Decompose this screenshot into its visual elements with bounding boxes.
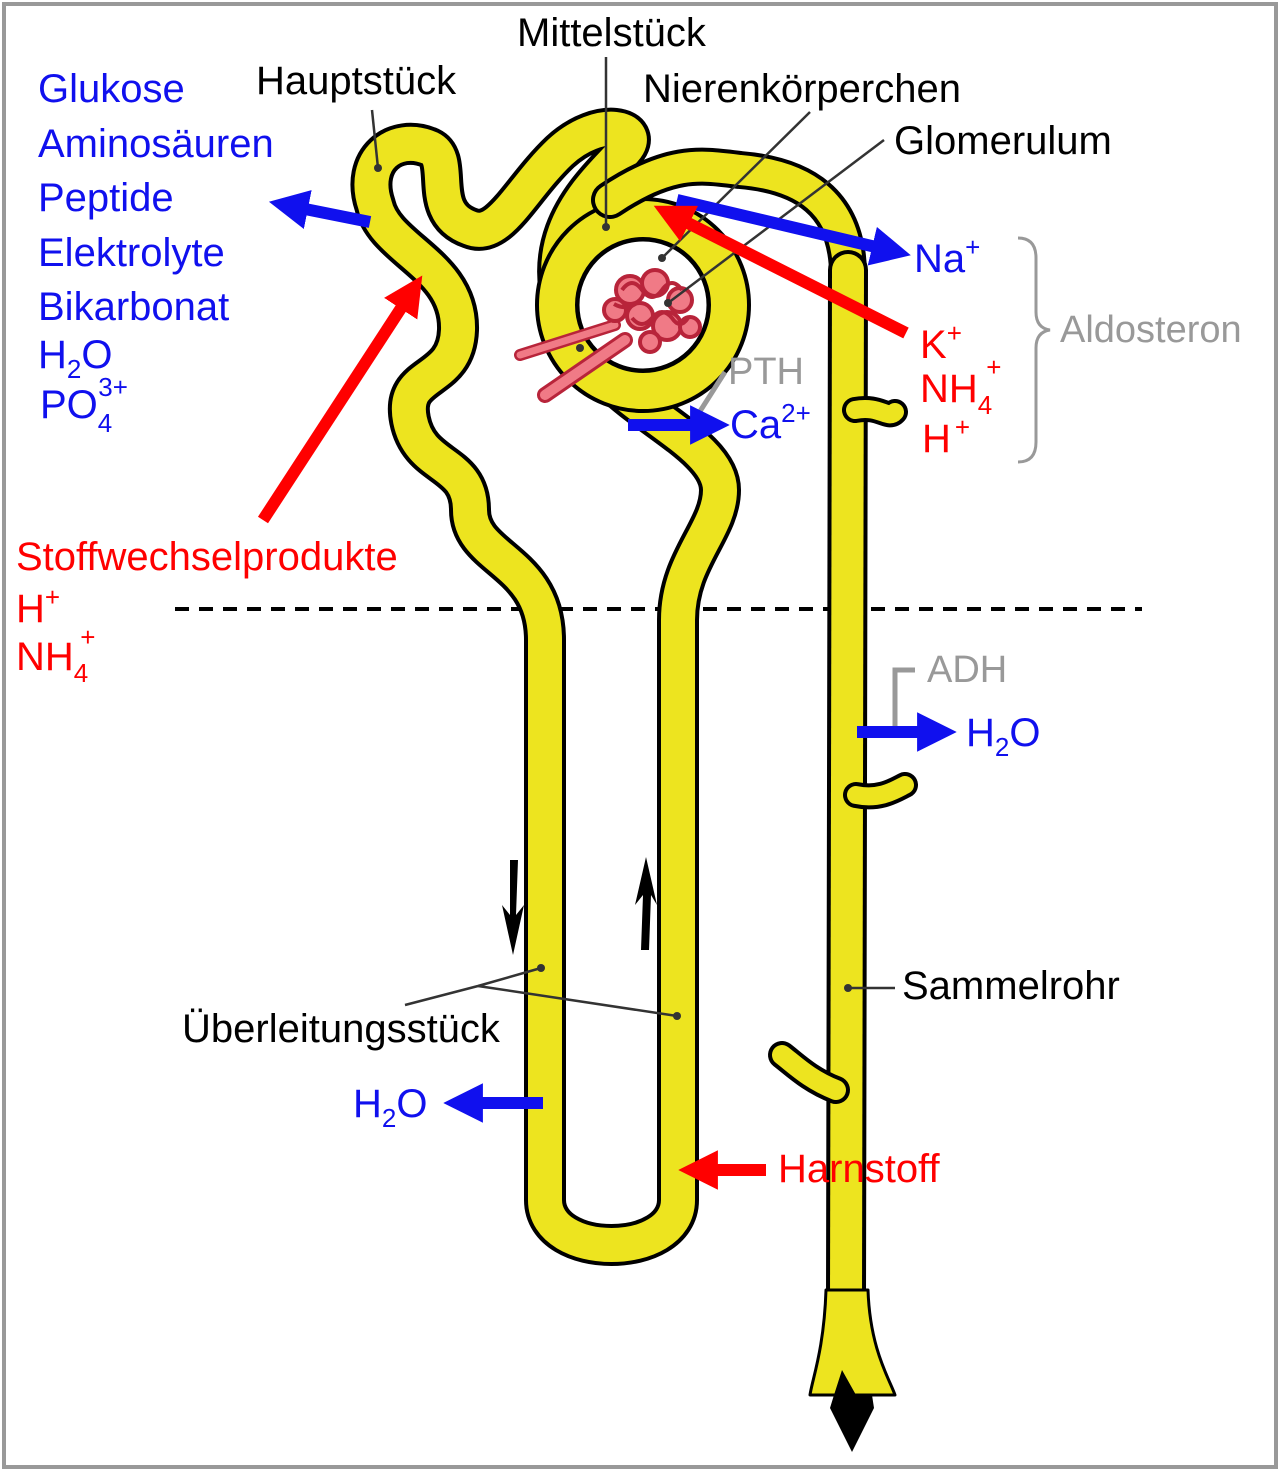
capillary-coil: [613, 298, 642, 310]
label-stoffwechselprodukte: Stoffwechselprodukte: [16, 535, 398, 579]
label-sammelrohr: Sammelrohr: [902, 964, 1120, 1008]
label-ueberleitungsstueck: Überleitungsstück: [182, 1007, 501, 1051]
label-nh4-distal: NH4+: [920, 352, 1001, 420]
label-glukose: Glukose: [38, 67, 185, 111]
label-aldosteron: Aldosteron: [1060, 309, 1242, 351]
arrow-reabsorption-proximal: [268, 190, 372, 229]
distal-tubule-fill: [595, 151, 864, 295]
structure-labels: Mittelstück Hauptstück Nierenkörperchen …: [182, 11, 1120, 1051]
dot-hauptstueck: [374, 164, 382, 172]
bowman-capsule-fill: [539, 201, 747, 409]
dot-ueberleitung-a: [537, 964, 545, 972]
label-bikarbonat: Bikarbonat: [38, 285, 229, 329]
label-k: K+: [920, 318, 962, 367]
aldosteron-brace: [1017, 236, 1051, 464]
leader-dots: [374, 164, 852, 1020]
label-ca: Ca2+: [730, 398, 811, 447]
medulla-labels: H2O H2O Harnstoff: [353, 711, 1040, 1191]
label-glomerulum: Glomerulum: [894, 119, 1112, 163]
branch-upper-fill: [846, 399, 904, 424]
label-water-collecting-duct: H2O: [966, 711, 1040, 762]
transport-arrows: [257, 190, 957, 1190]
label-na: Na+: [914, 232, 980, 281]
branch-lower-fill: [772, 1045, 846, 1100]
capillary-loop: [638, 330, 662, 354]
arrow-secretion-proximal: [257, 275, 423, 524]
dot-mittelstueck: [602, 223, 610, 231]
dot-nierenkoerperchen: [658, 254, 666, 262]
collecting-duct-fill: [830, 254, 864, 1316]
efferent-arteriole-fill: [540, 335, 630, 400]
flow-out-arrow: [830, 1370, 874, 1452]
label-h-distal: H+: [922, 412, 970, 461]
label-aminosaeuren: Aminosäuren: [38, 122, 274, 166]
collecting-duct-base: [808, 1288, 897, 1397]
label-elektrolyte: Elektrolyte: [38, 231, 225, 275]
dot-sammelrohr: [844, 984, 852, 992]
nephron-tubule: [350, 107, 918, 1397]
label-water-descending-limb: H2O: [353, 1082, 427, 1133]
afferent-arteriole-fill: [516, 321, 619, 359]
label-hauptstueck: Hauptstück: [256, 59, 457, 103]
leader-hauptstueck: [370, 109, 380, 169]
capillary-loop: [678, 315, 702, 339]
label-pth: PTH: [728, 351, 804, 393]
adh-connector: [892, 667, 915, 728]
proximal-tubule-and-loop-fill: [354, 111, 737, 1262]
label-nh4-proximal: NH4+: [16, 622, 95, 688]
label-phosphate: PO43+: [40, 372, 128, 438]
arrow-na-reabsorption: [675, 194, 911, 266]
capillary-loop: [602, 297, 628, 323]
reabsorbed-substances: Glukose Aminosäuren Peptide Elektrolyte …: [38, 67, 274, 438]
flow-down-arrow: [502, 860, 524, 955]
leader-ueberleitung-a: [404, 966, 542, 1007]
flow-up-arrow: [635, 857, 657, 950]
arrow-k-nh4-h-secretion: [653, 205, 909, 339]
distal-ions: Na+ K+ NH4+ H+ Ca2+: [730, 232, 1001, 461]
capillary-coil: [630, 310, 690, 326]
dot-glomerulum: [664, 299, 672, 307]
label-water-proximal: H2O: [38, 333, 112, 384]
leader-ueberleitung-b: [477, 984, 678, 1018]
label-nierenkoerperchen: Nierenkörperchen: [643, 67, 961, 111]
label-h-proximal: H+: [16, 582, 60, 631]
dot-ueberleitung-b: [673, 1012, 681, 1020]
flow-arrows: [502, 857, 874, 1452]
dot-capsule-left: [576, 344, 584, 352]
label-harnstoff: Harnstoff: [778, 1147, 940, 1191]
secreted-substances: Stoffwechselprodukte H+ NH4+: [16, 535, 398, 688]
hormones: Aldosteron PTH ADH: [728, 309, 1242, 691]
capillary-coil: [620, 281, 684, 299]
glomerulum-capillaries: [514, 268, 702, 403]
label-peptide: Peptide: [38, 176, 174, 220]
label-adh: ADH: [927, 649, 1007, 691]
branch-middle-fill: [847, 776, 914, 806]
label-mittelstueck: Mittelstück: [517, 11, 707, 55]
